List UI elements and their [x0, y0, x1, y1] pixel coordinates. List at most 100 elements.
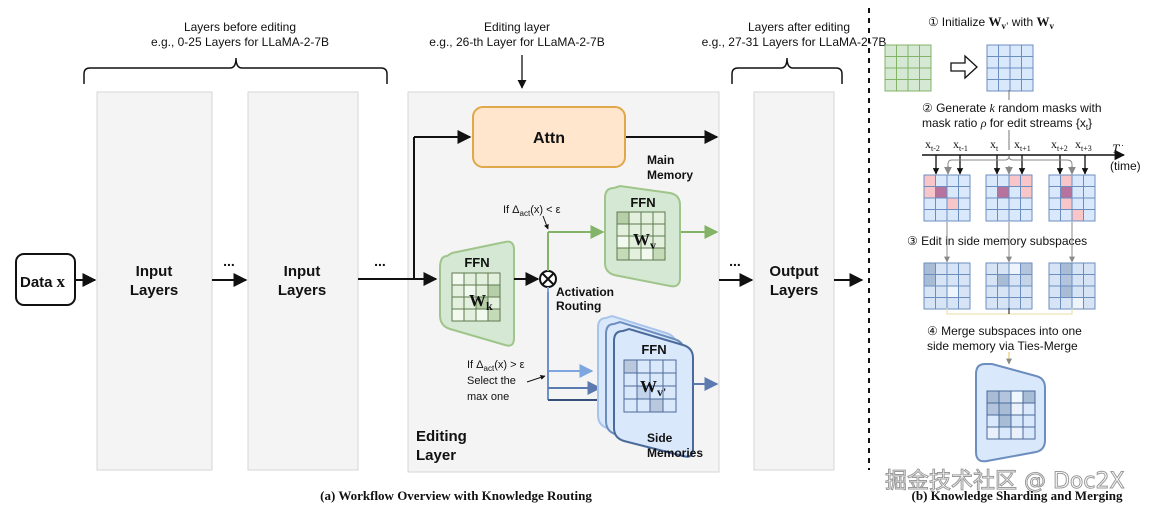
editing-layer-line1: Editing: [416, 428, 467, 445]
merged-matrix: [986, 390, 1036, 440]
mask-2-cell: [997, 197, 1010, 210]
mask-2-cell: [1008, 197, 1021, 210]
merged-cell: [986, 390, 1000, 404]
input-layers-1-line2: Layers: [130, 282, 178, 299]
init-blue-cell: [998, 67, 1011, 80]
edit-1-cell: [935, 274, 948, 287]
mask-2-cell: [1008, 174, 1021, 187]
edited-matrix: [1048, 262, 1096, 310]
ffn-v-cell: [640, 211, 654, 225]
ffn-side-cell: [649, 359, 664, 374]
init-green-cell: [884, 56, 897, 69]
edit-1-cell: [958, 297, 971, 310]
edit-3-cell: [1060, 285, 1073, 298]
edit-1-cell: [958, 285, 971, 298]
init-green-cell: [884, 79, 897, 92]
ffn-v-cell: [616, 211, 630, 225]
mask-1-cell: [946, 209, 959, 222]
mask-3-cell: [1048, 209, 1061, 222]
operator-cross-2: [541, 272, 555, 286]
ffn-k-cell: [451, 272, 465, 286]
output-layers-box: [753, 91, 835, 471]
init-green-cell: [896, 56, 909, 69]
ffn-k-cell: [475, 272, 489, 286]
edit-2-cell: [997, 297, 1010, 310]
mask-1-cell: [935, 197, 948, 210]
side-memories-line1: Side: [647, 431, 673, 445]
ffn-v-cell: [628, 211, 642, 225]
edit-2-cell: [1020, 262, 1033, 275]
ffn-k-cell: [463, 272, 477, 286]
header-before-line2: e.g., 0-25 Layers for LLaMA-2-7B: [151, 35, 329, 49]
mask-1-cell: [946, 197, 959, 210]
ffn-side-cell: [623, 372, 638, 387]
edit-3-cell: [1071, 262, 1084, 275]
time-axis-symbol: T: [1112, 141, 1120, 156]
mask-3-cell: [1071, 174, 1084, 187]
timeline-label: xt-2: [925, 137, 940, 153]
edit-1-cell: [923, 274, 936, 287]
ffn-side-cell: [649, 398, 664, 413]
ffn-side-cell: [623, 385, 638, 400]
edit-3-cell: [1083, 285, 1096, 298]
edit-1-cell: [935, 297, 948, 310]
step2-line1: ② Generate k random masks with: [922, 101, 1102, 115]
merged-cell: [1010, 402, 1024, 416]
ffn-side-weight-label: Wv': [640, 377, 666, 399]
mask-1-cell: [946, 186, 959, 199]
edit-2-cell: [985, 274, 998, 287]
mask-3-cell: [1060, 197, 1073, 210]
edit-1-cell: [923, 297, 936, 310]
panel-a: Layers before editing e.g., 0-25 Layers …: [15, 20, 886, 503]
ffn-side-title: FFN: [641, 342, 666, 357]
init-green-cell: [896, 44, 909, 57]
init-blue-cell: [986, 44, 999, 57]
activation-routing-line1: Activation: [556, 285, 614, 299]
init-green-cell: [919, 44, 932, 57]
edit-2-cell: [985, 297, 998, 310]
mask-2-cell: [1020, 174, 1033, 187]
init-green-cell: [884, 67, 897, 80]
edit-1-cell: [923, 285, 936, 298]
init-green-cell: [919, 79, 932, 92]
mask-1-cell: [923, 174, 936, 187]
ffn-k-cell: [451, 308, 465, 322]
main-memory-line2: Memory: [647, 168, 693, 182]
mask-2-cell: [1020, 186, 1033, 199]
mask-matrix: [1048, 174, 1096, 222]
mask-matrix: [923, 174, 971, 222]
init-green-cell: [919, 67, 932, 80]
edit-2-cell: [997, 274, 1010, 287]
edited-matrix: [985, 262, 1033, 310]
ffn-k-cell: [487, 308, 501, 322]
header-editing-line1: Editing layer: [484, 20, 550, 34]
timeline-label: xt+2: [1051, 137, 1068, 153]
merged-cell: [1022, 390, 1036, 404]
init-green-cell: [896, 67, 909, 80]
header-after-line1: Layers after editing: [748, 20, 850, 34]
ffn-k-cell: [463, 308, 477, 322]
edit-1-cell: [923, 262, 936, 275]
merged-cell: [986, 414, 1000, 428]
merged-cell: [1022, 414, 1036, 428]
merged-cell: [998, 402, 1012, 416]
ffn-v-weight-grid: [616, 211, 666, 261]
main-memory-line1: Main: [647, 153, 674, 167]
ellipsis-1: ...: [223, 253, 235, 269]
init-green-matrix: [884, 44, 932, 92]
brace-before: [83, 57, 388, 84]
mask-1-cell: [958, 186, 971, 199]
copy-arrow-icon: [950, 54, 978, 80]
output-layers-line1: Output: [769, 263, 818, 280]
merged-cell: [998, 414, 1012, 428]
edit-3-cell: [1071, 297, 1084, 310]
init-green-cell: [907, 44, 920, 57]
timeline-ellipsis: ···: [1115, 140, 1124, 150]
edit-3-cell: [1083, 297, 1096, 310]
edit-1-cell: [946, 274, 959, 287]
edit-3-cell: [1083, 262, 1096, 275]
ffn-v-cell: [652, 247, 666, 261]
mask-1-cell: [946, 174, 959, 187]
init-green-cell: [896, 79, 909, 92]
